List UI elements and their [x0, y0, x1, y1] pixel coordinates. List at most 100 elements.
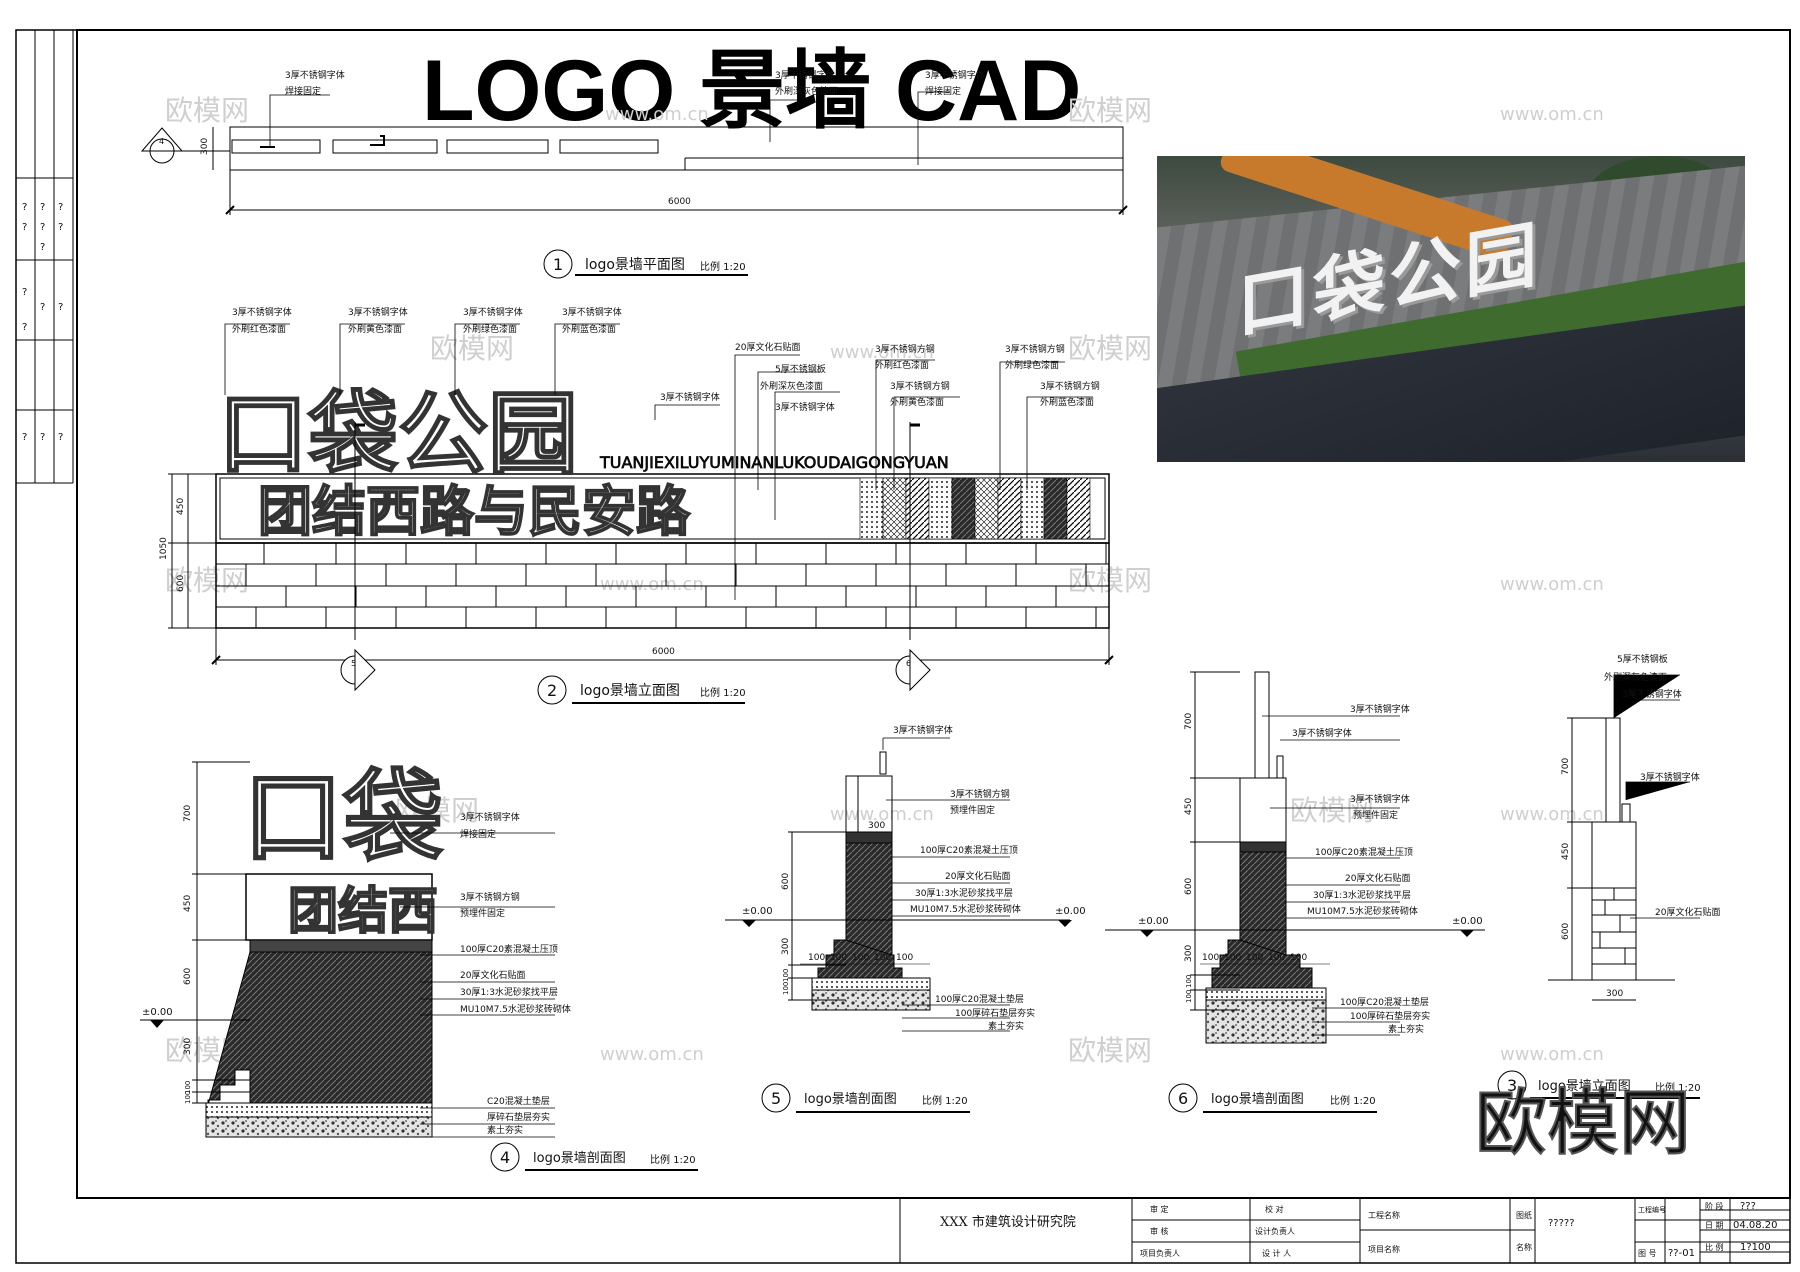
- section-4-view: 口袋 团结西 ±0.00 700 450 600 300 100 100 3厚不…: [140, 758, 698, 1172]
- section6-base-dim: 100: [1268, 953, 1285, 963]
- elev-right-label-b: 外刷绿色漆面: [1005, 359, 1059, 371]
- section6-label: 100厚C20素混凝土压顶: [1315, 846, 1413, 858]
- section6-base-dim: 100: [1246, 953, 1263, 963]
- section5-label: MU10M7.5水泥砂浆砖砌体: [910, 903, 1021, 915]
- strip-mark: ?: [58, 202, 63, 213]
- elev-right-label-a: 3厚不锈钢方钢: [890, 380, 950, 392]
- watermark-text: 欧模网: [1290, 794, 1374, 827]
- section4-sub-text: 团结西: [288, 882, 438, 940]
- material-swatch: [997, 477, 1022, 540]
- material-swatch: [882, 477, 907, 540]
- watermark-url: www.om.cn: [600, 574, 704, 595]
- elevation-title: logo景墙立面图: [580, 683, 680, 699]
- elevation-pinyin: TUANJIEXILUYUMINANLUKOUDAIGONGYUAN: [599, 453, 949, 472]
- elevation-scale: 比例 1:20: [700, 686, 746, 699]
- elevation-title-num: 2: [547, 681, 557, 700]
- watermark-url: www.om.cn: [600, 1044, 704, 1065]
- elev-right-label-b: 外刷黄色漆面: [890, 396, 944, 408]
- role2-3: 设 计 人: [1262, 1248, 1291, 1258]
- strip-mark: ?: [40, 222, 45, 233]
- strip-mark: ?: [40, 302, 45, 313]
- page-title: LOGO 景墙 CAD: [422, 43, 1081, 139]
- watermark-url: www.om.cn: [830, 804, 934, 825]
- material-swatch: [928, 477, 953, 540]
- plan-label-4: 外刷深灰色漆面: [775, 85, 838, 97]
- section4-dim-6: 100: [184, 1091, 192, 1104]
- side-label: 5厚不锈钢板: [1617, 653, 1668, 665]
- plan-title-num: 1: [553, 255, 563, 274]
- section6-label: 预埋件固定: [1353, 809, 1398, 821]
- watermark-url: www.om.cn: [830, 342, 934, 363]
- plan-view: 6000 300 4 3厚不锈钢字体 焊接固定 3厚不锈钢字体 外刷深灰色漆面 …: [140, 69, 1128, 279]
- watermark-url: www.om.cn: [1500, 104, 1604, 125]
- section6-label: 3厚不锈钢字体: [1350, 703, 1410, 715]
- watermark-text: 欧模网: [430, 332, 514, 365]
- section6-level-right: ±0.00: [1452, 916, 1483, 927]
- section4-label: 100厚C20素混凝土压顶: [460, 943, 558, 955]
- watermark-url: www.om.cn: [1500, 804, 1604, 825]
- watermark-large: 欧模网: [1475, 1081, 1691, 1165]
- section6-base-dim: 100: [1202, 953, 1219, 963]
- watermark-text: 欧模网: [165, 94, 249, 127]
- section6-label: 素土夯实: [1388, 1023, 1424, 1035]
- section4-label: 预埋件固定: [460, 907, 505, 919]
- section6-label: 20厚文化石贴面: [1345, 872, 1410, 884]
- elev-top-label-b: 外刷绿色漆面: [463, 323, 517, 335]
- section6-title-num: 6: [1178, 1089, 1188, 1108]
- section4-label: 厚碎石垫层夯实: [487, 1111, 550, 1123]
- section6-dim-3: 600: [1184, 878, 1194, 895]
- section6-label: 100厚C20混凝土垫层: [1340, 996, 1429, 1008]
- section5-label: 素土夯实: [988, 1020, 1024, 1032]
- drawing-no-value: ??-01: [1668, 1248, 1695, 1259]
- drawing-label: 图纸: [1516, 1210, 1532, 1220]
- elevation-dim-width: 6000: [652, 647, 675, 657]
- date-value: 04.08.20: [1733, 1220, 1778, 1231]
- plan-dim-width: 6000: [668, 197, 691, 207]
- elevation-dim-bottom: 600: [176, 575, 186, 592]
- section4-title-num: 4: [500, 1148, 510, 1167]
- item-name-label: 项目名称: [1368, 1244, 1400, 1254]
- section4-label: 3厚不锈钢字体: [460, 811, 520, 823]
- watermark-url: www.om.cn: [1500, 1044, 1604, 1065]
- section6-label: 3厚不锈钢字体: [1350, 793, 1410, 805]
- elev-top-label-a: 3厚不锈钢字体: [463, 306, 523, 318]
- project-name-label: 工程名称: [1368, 1210, 1400, 1220]
- institute-name: XXX 市建筑设计研究院: [940, 1214, 1076, 1230]
- section5-base-dim: 100: [896, 953, 913, 963]
- side-label: 3厚不锈钢字体: [1622, 688, 1682, 700]
- role2-1: 校 对: [1265, 1204, 1284, 1214]
- elev-right-label-a: 3厚不锈钢方钢: [1005, 343, 1065, 355]
- section6-dim-2: 450: [1184, 798, 1194, 815]
- watermark-text: 欧模网: [1068, 1034, 1152, 1067]
- section4-title: logo景墙剖面图: [533, 1151, 626, 1166]
- date-label: 日 期: [1705, 1221, 1724, 1230]
- section4-label: C20混凝土垫层: [487, 1095, 550, 1107]
- section4-label: 素土夯实: [487, 1124, 523, 1136]
- strip-mark: ?: [40, 432, 45, 443]
- section5-label: 20厚文化石贴面: [945, 870, 1010, 882]
- side-label: 3厚不锈钢字体: [1640, 771, 1700, 783]
- section6-label: 30厚1:3水泥砂浆找平层: [1313, 889, 1411, 901]
- section6-dim-1: 700: [1184, 713, 1194, 730]
- elevation-dim-total: 1050: [159, 537, 169, 560]
- material-swatch: [1020, 477, 1045, 540]
- section5-title: logo景墙剖面图: [804, 1092, 897, 1107]
- section6-base-dim: 100: [1290, 953, 1307, 963]
- watermark-url: www.om.cn: [1500, 574, 1604, 595]
- section5-label: 3厚不锈钢方钢: [950, 788, 1010, 800]
- section5-scale: 比例 1:20: [922, 1094, 968, 1107]
- plan-label-3: 3厚不锈钢字体: [775, 69, 835, 81]
- side-elevation-view: 700 450 600 300 5厚不锈钢板外刷深灰色漆面3厚不锈钢字体3厚不锈…: [1497, 653, 1720, 1100]
- section5-base-dim: 100: [808, 953, 825, 963]
- strip-mark: ?: [22, 202, 27, 213]
- elevation-dim-top: 450: [176, 498, 186, 515]
- elev-top-label-a: 3厚不锈钢字体: [562, 306, 622, 318]
- title-block: [77, 1197, 1790, 1263]
- section5-base-dim: 100: [830, 953, 847, 963]
- plan-label-1: 3厚不锈钢字体: [285, 69, 345, 81]
- material-swatch: [951, 477, 976, 540]
- section4-big-text: 口袋: [243, 759, 443, 876]
- material-swatch: [1043, 477, 1068, 540]
- section5-base-dim: 100: [874, 953, 891, 963]
